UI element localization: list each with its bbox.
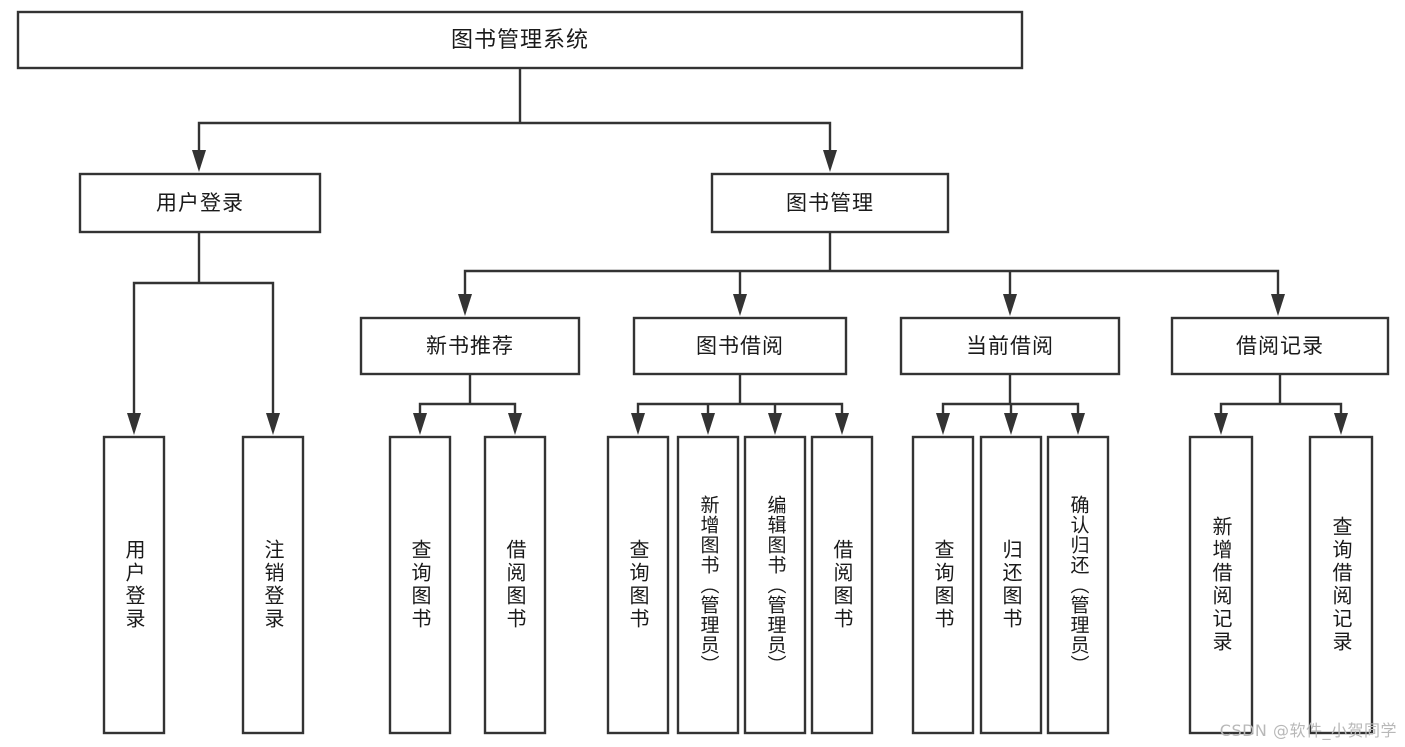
arrow-head-icon	[1004, 413, 1018, 435]
node-box-leaf-edit-book-admin[interactable]	[743, 435, 807, 735]
node-label-book-management: 图书管理	[786, 191, 874, 215]
node-box-leaf-logout-login[interactable]	[241, 435, 305, 735]
node-box-leaf-add-borrow-record[interactable]	[1188, 435, 1254, 735]
arrow-head-icon	[127, 413, 141, 435]
arrow-head-icon	[508, 413, 522, 435]
arrow-head-icon	[1334, 413, 1348, 435]
connector-line	[463, 230, 1280, 304]
arrow-head-icon	[1071, 413, 1085, 435]
node-label-root: 图书管理系统	[451, 28, 589, 53]
connector-line	[418, 372, 517, 423]
node-box-leaf-query-books-current[interactable]	[911, 435, 975, 735]
arrow-head-icon	[823, 150, 837, 172]
watermark-text: CSDN @软件_小贺同学	[1219, 721, 1397, 740]
node-box-leaf-return-books[interactable]	[979, 435, 1043, 735]
node-box-user-login[interactable]	[78, 172, 322, 234]
arrow-head-icon	[835, 413, 849, 435]
arrow-head-icon	[266, 413, 280, 435]
arrow-head-icon	[458, 294, 472, 316]
node-box-leaf-query-books-borrow[interactable]	[606, 435, 670, 735]
node-label-current-borrow: 当前借阅	[966, 334, 1054, 358]
node-box-current-borrow[interactable]	[899, 316, 1121, 376]
arrow-head-icon	[631, 413, 645, 435]
node-label-book-borrow: 图书借阅	[696, 334, 784, 358]
connector-line	[941, 372, 1080, 423]
connector-line	[1219, 372, 1343, 423]
arrow-heads-group	[127, 150, 1348, 435]
arrow-head-icon	[1214, 413, 1228, 435]
node-box-leaf-confirm-return-admin[interactable]	[1046, 435, 1110, 735]
node-box-leaf-user-login[interactable]	[102, 435, 166, 735]
node-box-leaf-borrow-books-recommend[interactable]	[483, 435, 547, 735]
connector-line	[636, 372, 844, 423]
node-box-book-management[interactable]	[710, 172, 950, 234]
node-box-leaf-query-books-recommend[interactable]	[388, 435, 452, 735]
arrow-head-icon	[701, 413, 715, 435]
arrow-head-icon	[1003, 294, 1017, 316]
arrow-head-icon	[192, 150, 206, 172]
arrow-head-icon	[1271, 294, 1285, 316]
node-box-leaf-query-borrow-record[interactable]	[1308, 435, 1374, 735]
node-label-borrow-record: 借阅记录	[1236, 334, 1324, 358]
arrow-head-icon	[936, 413, 950, 435]
node-box-root[interactable]	[16, 10, 1024, 70]
node-label-new-book-recommend: 新书推荐	[426, 334, 514, 358]
node-box-leaf-add-book-admin[interactable]	[676, 435, 740, 735]
connector-line	[132, 230, 275, 423]
node-box-borrow-record[interactable]	[1170, 316, 1390, 376]
node-box-book-borrow[interactable]	[632, 316, 848, 376]
connector-lines-group	[132, 66, 1343, 423]
arrow-head-icon	[413, 413, 427, 435]
node-box-new-book-recommend[interactable]	[359, 316, 581, 376]
arrow-head-icon	[733, 294, 747, 316]
node-label-user-login: 用户登录	[156, 191, 244, 215]
arrow-head-icon	[768, 413, 782, 435]
node-box-leaf-borrow-books[interactable]	[810, 435, 874, 735]
connector-line	[197, 66, 832, 160]
